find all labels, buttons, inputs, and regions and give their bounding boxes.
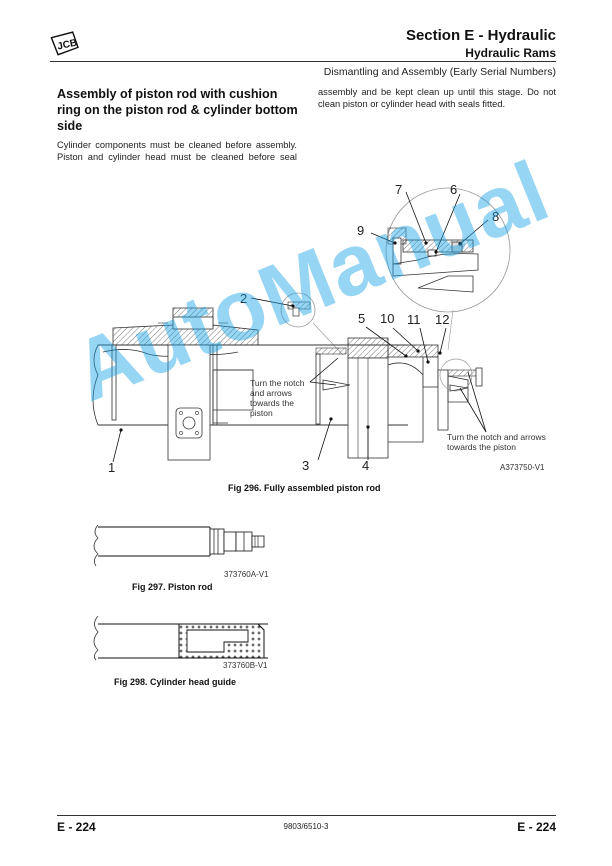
- document-number: 9803/6510-3: [283, 822, 329, 831]
- fig-298-cylinder-head-guide-diagram: [88, 612, 278, 662]
- page-number-right: E - 224: [517, 820, 556, 834]
- jcb-logo: JCB: [50, 30, 79, 56]
- fig-297-piston-rod-diagram: [88, 520, 278, 570]
- page-description: Dismantling and Assembly (Early Serial N…: [323, 66, 556, 78]
- fig-297-code: 373760A-V1: [224, 570, 269, 579]
- header-divider: [50, 61, 556, 62]
- note-left-line-1: Turn the notch: [250, 378, 305, 388]
- footer-divider: [57, 815, 556, 816]
- callout-4: 4: [362, 458, 370, 473]
- note-turn-notch-right: Turn the notch and arrows towards the pi…: [447, 432, 546, 452]
- note-turn-notch-left: Turn the notch and arrows towards the pi…: [250, 378, 305, 418]
- callout-9: 9: [357, 223, 365, 238]
- paragraph-right: assembly and be kept clean up until this…: [318, 86, 556, 110]
- callout-1: 1: [108, 460, 116, 475]
- callout-5: 5: [358, 311, 366, 326]
- note-right-line-1: Turn the notch and arrows: [447, 432, 546, 442]
- fig-296-piston-rod-assembly-diagram: [88, 180, 568, 480]
- svg-text:JCB: JCB: [56, 38, 78, 53]
- callout-12: 12: [435, 312, 450, 327]
- procedure-heading: Assembly of piston rod with cushion ring…: [57, 87, 298, 133]
- fig-296-code: A373750-V1: [500, 463, 545, 472]
- page-number-left: E - 224: [57, 820, 96, 834]
- note-left-line-2: and arrows: [250, 388, 293, 398]
- paragraph-right-line-1: assembly and be kept clean up until this…: [318, 87, 556, 97]
- callout-10: 10: [380, 311, 395, 326]
- paragraph-left: Cylinder components must be cleaned befo…: [57, 140, 297, 162]
- note-left-line-3: towards the: [250, 398, 294, 408]
- fig-298-code: 373760B-V1: [223, 661, 268, 670]
- paragraph-right-line-2: clean piston or cylinder head with seals…: [318, 99, 506, 109]
- note-left-line-4: piston: [250, 408, 273, 418]
- callout-2: 2: [240, 291, 248, 306]
- callout-3: 3: [302, 458, 310, 473]
- callout-7: 7: [395, 182, 403, 197]
- fig-296-caption: Fig 296. Fully assembled piston rod: [228, 483, 381, 493]
- note-right-line-2: towards the piston: [447, 442, 516, 452]
- subsection-title: Hydraulic Rams: [465, 46, 556, 60]
- fig-298-caption: Fig 298. Cylinder head guide: [114, 677, 237, 687]
- callout-8: 8: [492, 209, 500, 224]
- callout-6: 6: [450, 182, 458, 197]
- callout-11: 11: [407, 312, 421, 327]
- fig-297-caption: Fig 297. Piston rod: [132, 582, 213, 592]
- section-title: Section E - Hydraulic: [405, 27, 556, 44]
